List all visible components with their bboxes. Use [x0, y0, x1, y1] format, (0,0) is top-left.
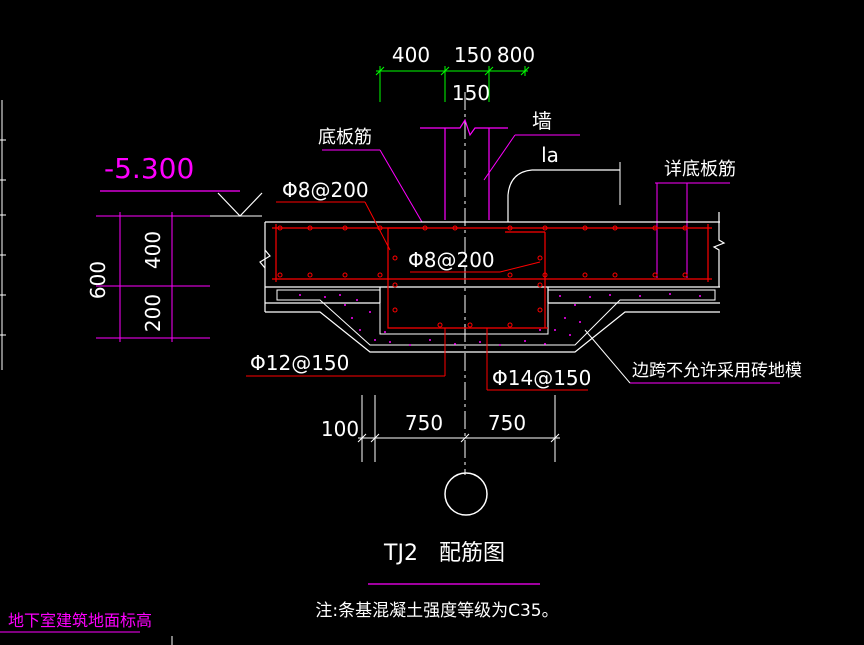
- dim-100: 100: [321, 417, 359, 441]
- rebar-top-label: Φ8@200: [282, 178, 369, 202]
- dim-top-800: 800: [497, 43, 535, 67]
- dim-600: 600: [86, 261, 110, 299]
- left-edge-ticks: [0, 100, 6, 370]
- axis-bubble: [444, 472, 488, 516]
- note: 注:条基混凝土强度等级为C35。: [315, 601, 558, 621]
- bottom-slab-rebar-label: 底板筋: [318, 127, 372, 148]
- bottom-rebar-dots: [277, 272, 688, 278]
- dim-750a: 750: [405, 411, 443, 435]
- la-hook: [507, 169, 620, 222]
- dim-top-400: 400: [392, 43, 430, 67]
- rebar-mid-label: Φ8@200: [408, 248, 495, 272]
- dim-200: 200: [141, 294, 165, 332]
- rebar-14-label: Φ14@150: [492, 366, 591, 390]
- edge-note-leader: [584, 329, 631, 384]
- dim-top-150b: 150: [452, 81, 490, 105]
- concrete-stipple: [299, 293, 701, 346]
- rebar-mid-leader: [499, 261, 541, 273]
- wall-label: 墙: [532, 109, 552, 133]
- dim-750b: 750: [488, 411, 526, 435]
- haunch-fill: [276, 289, 716, 346]
- elevation-triangle: [217, 192, 263, 217]
- wall: [420, 118, 508, 220]
- edge-note: 边跨不允许采用砖地模: [632, 361, 802, 381]
- la-label: la: [541, 143, 559, 167]
- rebar-12-label: Φ12@150: [250, 351, 349, 375]
- side-rebars: [275, 224, 709, 329]
- slab-outline: [259, 212, 726, 312]
- dim-400: 400: [141, 231, 165, 269]
- rebar-top-leader: [364, 201, 391, 251]
- elevation-label: -5.300: [104, 152, 194, 185]
- wall-leader-diag: [483, 134, 516, 181]
- dim-top-150a: 150: [454, 43, 492, 67]
- left-dimension-lines: [96, 212, 210, 342]
- title-name: 配筋图: [439, 541, 505, 566]
- haunch-rebar-dots: [392, 255, 543, 328]
- bottom-dimension-lines: [357, 395, 560, 462]
- title-code: TJ2: [383, 541, 418, 566]
- detail-slab-rebar-label: 详底板筋: [664, 159, 736, 180]
- corner-label: 地下室建筑地面标高: [8, 611, 152, 630]
- blinding-layer: [265, 287, 720, 353]
- top-dimension-line: [375, 66, 530, 102]
- bottom-slab-leader-diag: [379, 149, 423, 223]
- top-rebar-dots: [277, 225, 688, 231]
